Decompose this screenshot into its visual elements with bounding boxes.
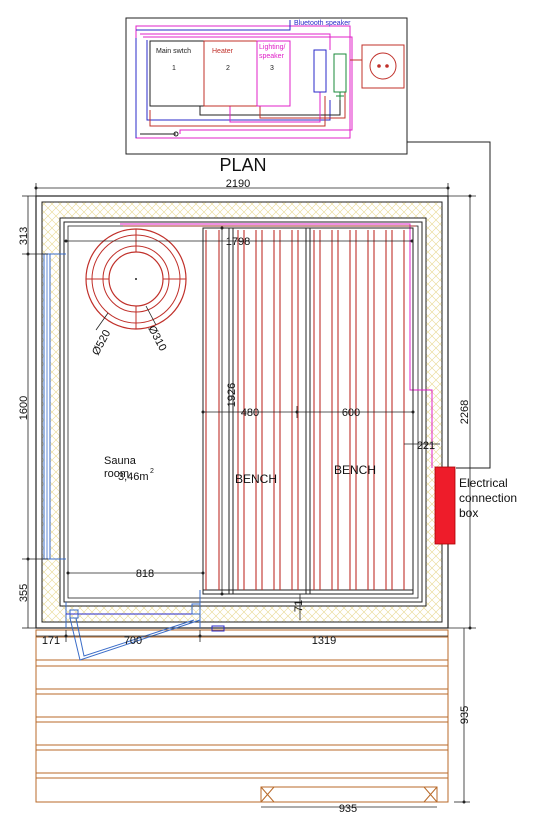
dim-door-width: 700 bbox=[124, 635, 142, 647]
bench-2-label: BENCH bbox=[334, 463, 376, 477]
power-socket bbox=[361, 44, 405, 89]
dim-inner-width: 1798 bbox=[226, 236, 250, 248]
main-switch-box bbox=[149, 40, 205, 107]
dim-bench-length: 1926 bbox=[226, 383, 238, 407]
room-name-1: Sauna bbox=[104, 455, 137, 467]
dim-edge-gap: 221 bbox=[417, 440, 435, 452]
heater-number: 2 bbox=[226, 65, 230, 72]
lighting-label: Lighting/ bbox=[259, 44, 286, 51]
dim-bench1-width: 480 bbox=[241, 407, 259, 419]
lighting-box bbox=[256, 40, 291, 107]
room-area-sup: 2 bbox=[150, 468, 154, 475]
room-name-2: room bbox=[104, 468, 129, 480]
dim-right-rest: 1319 bbox=[312, 635, 336, 647]
dim-overall-height: 2268 bbox=[459, 400, 471, 424]
dim-door-clear: 818 bbox=[136, 568, 154, 580]
electrical-panel: Bluetooth speaker Main swtch 1 Heater 2 … bbox=[125, 17, 408, 155]
room-area: 3,46m bbox=[118, 471, 149, 483]
dim-bottom-offset: 355 bbox=[18, 584, 30, 602]
dim-deck-depth: 935 bbox=[459, 706, 471, 724]
dim-door-left: 171 bbox=[42, 635, 60, 647]
room-label: Sauna room 3,46m 2 bbox=[104, 455, 154, 483]
dim-bench2-width: 600 bbox=[342, 407, 360, 419]
dim-overall-width: 2190 bbox=[226, 178, 250, 190]
plan-title: PLAN bbox=[219, 155, 266, 175]
deck bbox=[35, 629, 449, 803]
dim-floor-gap: 71 bbox=[293, 600, 305, 612]
bench-1-label: BENCH bbox=[235, 472, 277, 486]
connection-box-label-3: box bbox=[459, 506, 478, 520]
dimension-ticks bbox=[26, 186, 472, 804]
bluetooth-speaker-label: Bluetooth speaker bbox=[294, 20, 351, 27]
dim-top-offset: 313 bbox=[18, 227, 30, 245]
connection-box-label-1: Electrical bbox=[459, 476, 508, 490]
dimension-lines bbox=[22, 183, 476, 808]
main-switch-label: Main swtch bbox=[156, 48, 191, 55]
lighting-label-2: speaker bbox=[259, 53, 285, 60]
dim-left-height: 1600 bbox=[18, 396, 30, 420]
connection-box-label-2: connection bbox=[459, 491, 517, 505]
door bbox=[65, 590, 225, 661]
electrical-connection-box bbox=[434, 466, 456, 545]
main-switch-number: 1 bbox=[172, 65, 176, 72]
dim-step-width: 935 bbox=[339, 803, 357, 815]
heater-label: Heater bbox=[212, 48, 234, 55]
lighting-number: 3 bbox=[270, 65, 274, 72]
entrance-step bbox=[260, 786, 438, 803]
heater-box bbox=[203, 40, 258, 107]
